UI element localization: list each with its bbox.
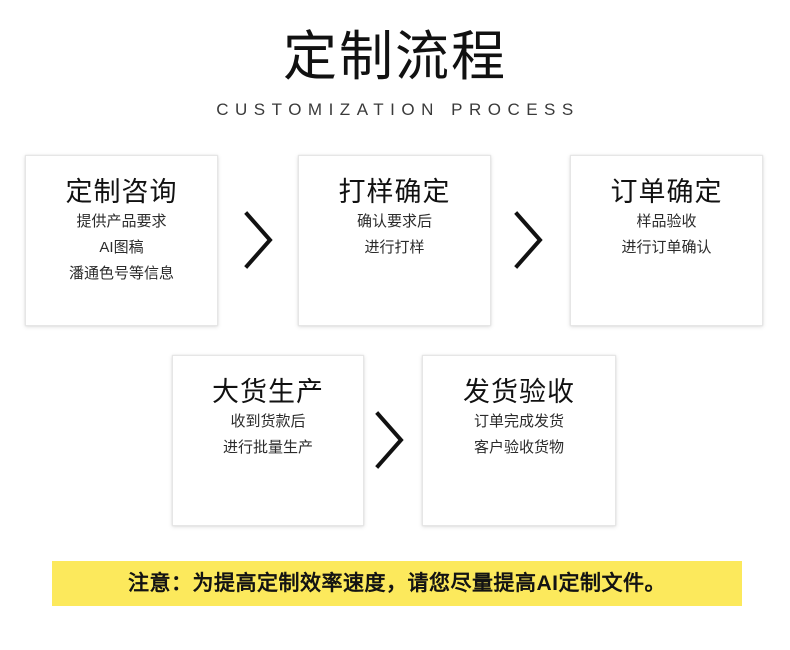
chevron-right-icon: [508, 208, 548, 272]
step-card-3-detail-line: 进行订单确认: [621, 239, 712, 256]
step-card-1-detail-line: AI图稿: [99, 239, 144, 256]
notice-banner: 注意：为提高定制效率速度，请您尽量提高AI定制文件。: [52, 561, 742, 606]
step-card-1-detail-line: 提供产品要求: [76, 213, 167, 230]
chevron-right-icon: [238, 208, 278, 272]
step-card-3-detail-line: 样品验收: [636, 213, 697, 230]
step-card-1-detail-list: 提供产品要求 AI图稿 潘通色号等信息: [26, 209, 217, 287]
step-card-3-detail-list: 样品验收 进行订单确认: [571, 209, 762, 261]
step-card-2-detail-list: 确认要求后 进行打样: [299, 209, 490, 261]
step-card-4-detail-list: 收到货款后 进行批量生产: [173, 409, 363, 461]
step-card-4-detail-line: 收到货款后: [230, 413, 306, 430]
step-card-3: 订单确定 样品验收 进行订单确认: [570, 155, 763, 326]
chevron-right-icon: [369, 408, 409, 472]
step-card-2-detail-line: 确认要求后: [356, 213, 432, 230]
step-card-1-detail-line: 潘通色号等信息: [68, 265, 174, 282]
step-card-3-title: 订单确定: [610, 177, 723, 207]
step-card-2-detail-line: 进行打样: [364, 239, 425, 256]
page-title: 定制流程: [283, 27, 507, 87]
step-card-4-detail-line: 进行批量生产: [222, 439, 313, 456]
step-card-5-detail-list: 订单完成发货 客户验收货物: [423, 409, 615, 461]
step-card-2-title: 打样确定: [338, 177, 451, 207]
step-card-4: 大货生产 收到货款后 进行批量生产: [172, 355, 364, 526]
page-subtitle: CUSTOMIZATION PROCESS: [216, 100, 580, 119]
step-card-1-title: 定制咨询: [65, 177, 178, 207]
step-card-5-detail-line: 订单完成发货: [473, 413, 564, 430]
step-card-1: 定制咨询 提供产品要求 AI图稿 潘通色号等信息: [25, 155, 218, 326]
step-card-4-title: 大货生产: [212, 377, 324, 407]
notice-text: 注意：为提高定制效率速度，请您尽量提高AI定制文件。: [128, 571, 666, 595]
step-card-5-detail-line: 客户验收货物: [473, 439, 564, 456]
step-card-5: 发货验收 订单完成发货 客户验收货物: [422, 355, 616, 526]
page-header: 定制流程 CUSTOMIZATION PROCESS: [0, 26, 790, 121]
step-card-5-title: 发货验收: [463, 377, 575, 407]
step-card-2: 打样确定 确认要求后 进行打样: [298, 155, 491, 326]
